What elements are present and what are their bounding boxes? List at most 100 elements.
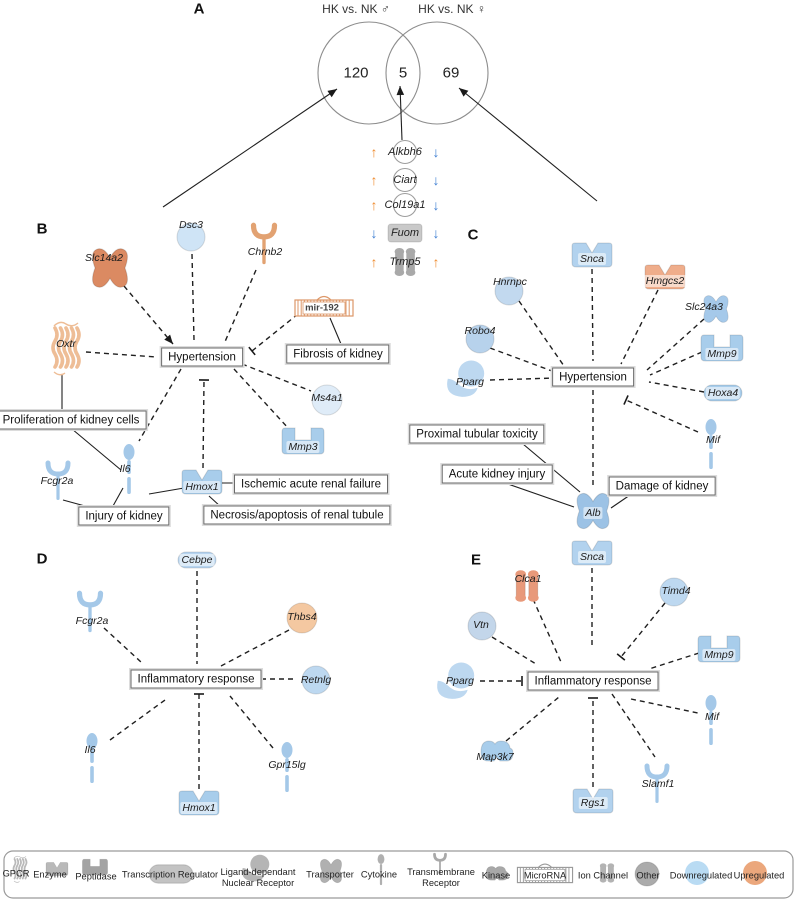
function-box-hypertension: Hypertension <box>552 367 634 387</box>
down-arrow-left-fuom: ↓ <box>370 225 378 241</box>
gene-label-gpr15lg: Gpr15lg <box>268 759 306 771</box>
gene-label-snca: Snca <box>578 551 606 563</box>
gene-label-mmp9: Mmp9 <box>705 348 739 360</box>
legend-label-upregulated: Upregulated <box>733 870 785 881</box>
legend-frame <box>3 850 794 899</box>
up-arrow-left-col19a1: ↑ <box>370 197 378 213</box>
gene-label-hmox1: Hmox1 <box>183 481 221 493</box>
down-arrow-right-ciart: ↓ <box>432 172 440 188</box>
up-arrow-left-alkbh6: ↑ <box>370 144 378 160</box>
legend-label-peptidase: Peptidase <box>75 871 117 882</box>
gene-label-fcgr2a: Fcgr2a <box>40 475 74 487</box>
legend-transcription-regulator-icon <box>148 864 194 884</box>
gene-label-fcgr2a: Fcgr2a <box>75 615 109 627</box>
gene-node-ms4a1-shape <box>311 384 343 416</box>
gene-node-retnlg-shape <box>301 665 331 695</box>
gene-label-pparg: Pparg <box>445 675 475 687</box>
gene-label-hnrnpc: Hnrnpc <box>493 276 527 288</box>
gene-node-slamf1-shape <box>644 763 670 803</box>
gene-label-hmox1: Hmox1 <box>180 802 218 814</box>
shared-gene-node-ciart-shape <box>392 167 418 193</box>
gene-label-robo4: Robo4 <box>464 325 496 337</box>
legend-transmembrane-icon <box>433 852 447 875</box>
panel-letter-d: D <box>36 550 48 568</box>
venn-count-overlap: 5 <box>398 64 408 82</box>
gene-label-dsc3: Dsc3 <box>179 219 203 231</box>
down-arrow-right-alkbh6: ↓ <box>432 144 440 160</box>
legend-label-transcription-regulator: Transcription Regulator <box>121 869 219 880</box>
gene-label-mif: Mif <box>705 711 719 723</box>
legend-label-kinase: Kinase <box>481 870 511 881</box>
shared-gene-label-ciart: Ciart <box>393 174 417 186</box>
legend-microrna-icon <box>516 863 574 884</box>
gene-label-cebpe: Cebpe <box>179 554 215 566</box>
legend-ion-channel-icon <box>599 863 615 883</box>
function-box-necrosis-apoptosis-of-renal-tubule: Necrosis/apoptosis of renal tubule <box>203 505 391 525</box>
legend-ligand-dependant-icon <box>242 854 270 882</box>
legend-gpcr-icon <box>12 855 28 883</box>
legend-label-cytokine: Cytokine <box>360 869 398 880</box>
down-arrow-right-fuom: ↓ <box>432 225 440 241</box>
function-box-inflammatory-response: Inflammatory response <box>130 669 262 689</box>
up-arrow-left-ciart: ↑ <box>370 172 378 188</box>
gene-node-mir-192-shape <box>294 295 354 317</box>
down-arrow-right-col19a1: ↓ <box>432 197 440 213</box>
gene-node-oxtr-shape <box>51 321 81 376</box>
up-arrow-right-trmp5: ↑ <box>432 254 440 270</box>
shared-gene-node-col19a1-shape <box>392 192 418 218</box>
panel-letter-a: A <box>193 0 205 18</box>
gene-node-vtn-shape <box>467 611 497 641</box>
legend-enzyme-icon <box>45 862 69 876</box>
gene-node-pparg-shape <box>447 360 485 397</box>
legend-upregulated-icon <box>743 861 767 885</box>
gene-label-rgs1: Rgs1 <box>578 797 608 809</box>
gene-label-retnlg: Retnlg <box>300 674 332 686</box>
gene-label-slc14a2: Slc14a2 <box>85 252 123 264</box>
panel-letter-c: C <box>467 226 479 244</box>
venn-circle-female <box>385 21 489 125</box>
gene-node-robo4-shape <box>465 324 495 354</box>
venn-title-female: HK vs. NK ♀ <box>418 2 486 16</box>
legend-label-enzyme: Enzyme <box>33 869 67 880</box>
gene-node-hnrnpc-shape <box>494 276 524 306</box>
up-arrow-left-trmp5: ↑ <box>370 254 378 270</box>
gene-node-timd4-shape <box>659 577 689 607</box>
venn-count-left: 120 <box>343 64 369 82</box>
gene-label-alb: Alb <box>583 507 603 519</box>
shared-gene-label-fuom: Fuom <box>390 227 420 239</box>
venn-count-right: 69 <box>442 64 460 82</box>
legend-label-other: Other <box>636 870 660 881</box>
gene-node-mif-shape <box>705 419 717 469</box>
gene-label-thbs4: Thbs4 <box>287 611 317 623</box>
shared-gene-label-col19a1: Col19a1 <box>384 199 426 211</box>
legend-other-icon <box>634 861 660 887</box>
gene-label-oxtr: Oxtr <box>56 338 76 350</box>
venn-circle-male <box>317 21 421 125</box>
function-box-acute-kidney-injury: Acute kidney injury <box>441 464 553 484</box>
gene-label-mif: Mif <box>706 434 720 446</box>
gene-label-hmgcs2: Hmgcs2 <box>643 275 687 287</box>
gene-node-il6-shape <box>123 444 135 494</box>
function-box-damage-of-kidney: Damage of kidney <box>608 476 716 496</box>
gene-label-snca: Snca <box>578 253 606 265</box>
gene-node-pparg-shape <box>437 662 475 699</box>
function-box-ischemic-acute-renal-failure: Ischemic acute renal failure <box>234 474 388 494</box>
legend-label-ion-channel: Ion Channel <box>577 870 629 881</box>
legend-label-ligand-dependant: Ligand-dependant Nuclear Receptor <box>220 866 296 888</box>
gene-node-clca1-shape <box>515 570 539 602</box>
shared-gene-label-alkbh6: Alkbh6 <box>388 146 422 158</box>
gene-label-il6: Il6 <box>84 744 96 756</box>
legend-label-gpcr: GPCR <box>2 868 30 879</box>
shared-gene-label-trmp5: Trmp5 <box>389 256 421 268</box>
legend-kinase-icon <box>485 866 509 881</box>
gene-label-vtn: Vtn <box>473 619 489 631</box>
gene-label-timd4: Timd4 <box>661 585 691 597</box>
gene-label-ms4a1: Ms4a1 <box>311 392 343 404</box>
shared-gene-node-fuom-shape <box>387 223 423 243</box>
gene-node-gpr15lg-shape <box>281 742 293 792</box>
legend-cytokine-icon <box>377 854 385 886</box>
shared-gene-node-trmp5-shape <box>394 248 416 276</box>
gene-label-pparg: Pparg <box>455 376 485 388</box>
